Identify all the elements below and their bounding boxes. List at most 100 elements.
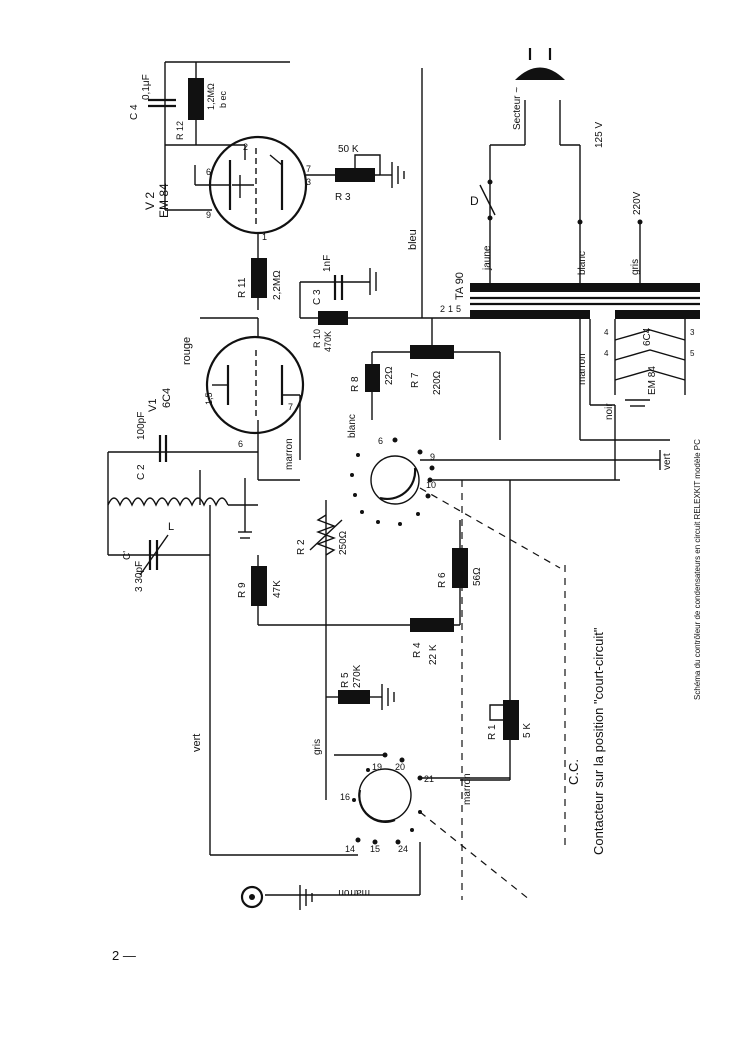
c4-name: C 4 bbox=[129, 104, 140, 120]
switch-lower-contact-16: 16 bbox=[340, 792, 350, 802]
c1-name: C' bbox=[122, 551, 133, 560]
wire-vert-left: vert bbox=[191, 734, 203, 752]
tap-blanc: blanc bbox=[577, 251, 588, 275]
transformer-name: TA 90 bbox=[454, 272, 466, 300]
r10-value: 470K bbox=[323, 331, 333, 352]
rectifier-top: 6C4 bbox=[642, 327, 653, 346]
r7-name: R 7 bbox=[410, 372, 421, 388]
r12-value: 1,2MΩ bbox=[206, 83, 216, 110]
resistor-r1 bbox=[503, 700, 519, 740]
resistor-r5 bbox=[338, 690, 370, 704]
r5-value: 270K bbox=[352, 664, 363, 688]
wire-marron-upper: marron bbox=[284, 438, 295, 470]
switch-note-cc: C.C. bbox=[566, 759, 581, 785]
rectifier-bottom: EM 84 bbox=[647, 366, 658, 395]
c4-value: 0,1μF bbox=[141, 74, 152, 100]
wire-marron-lower: marron bbox=[462, 773, 473, 805]
transformer-pin-1: 1 bbox=[448, 304, 453, 314]
v2-pin-7: 7 bbox=[306, 164, 311, 174]
transformer-pin-5: 5 bbox=[456, 304, 461, 314]
c3-value: 1nF bbox=[322, 255, 333, 272]
v2-name: V 2 bbox=[143, 192, 157, 210]
resistor-r6 bbox=[452, 548, 468, 588]
wire-vert-right: vert bbox=[662, 453, 673, 470]
v1-name: V1 bbox=[147, 399, 159, 412]
input-jack bbox=[240, 885, 264, 909]
mains-switch-label: D bbox=[470, 194, 479, 208]
switch-lower-contact-21: 21 bbox=[424, 774, 434, 784]
c1-value: 3 30pF bbox=[134, 561, 145, 592]
mains-125v: 125 V bbox=[594, 122, 605, 148]
coil-l bbox=[107, 497, 229, 507]
wire-noir: noir bbox=[604, 403, 615, 420]
switch-upper-contact-6: 6 bbox=[378, 436, 383, 446]
r8-value: 22Ω bbox=[384, 366, 395, 385]
mains-220v: 220V bbox=[632, 191, 643, 215]
r6-name: R 6 bbox=[437, 572, 448, 588]
mains-switch-d bbox=[479, 184, 496, 216]
wire-marron-bottom: marron bbox=[338, 887, 370, 898]
mains-label: Secteur ~ bbox=[512, 87, 523, 130]
r4-value: 22 K bbox=[428, 644, 439, 665]
resistor-r10 bbox=[318, 311, 348, 325]
r9-value: 47K bbox=[272, 580, 283, 598]
r12-note: b ec bbox=[218, 90, 228, 108]
r2-name: R 2 bbox=[296, 539, 307, 555]
resistor-r12 bbox=[188, 78, 204, 120]
r11-value: 2,2MΩ bbox=[272, 270, 283, 300]
resistor-r9 bbox=[251, 566, 267, 606]
resistor-r11 bbox=[251, 258, 267, 298]
v1-type: 6C4 bbox=[161, 388, 173, 408]
schematic-caption: Schéma du contrôleur de condensateurs en… bbox=[693, 439, 702, 700]
tap-jaune: jaune bbox=[482, 245, 493, 271]
tube-v1 bbox=[205, 335, 305, 435]
v1-pin-7: 7 bbox=[288, 402, 293, 412]
coil-name: L bbox=[168, 521, 174, 533]
r7-value: 220Ω bbox=[432, 370, 443, 395]
switch-upper-contact-10: 10 bbox=[426, 480, 436, 490]
transformer-pin-2: 2 bbox=[440, 304, 445, 314]
switch-lower-contact-20: 20 bbox=[395, 762, 405, 772]
wire-bleu: bleu bbox=[407, 229, 419, 250]
resistor-r4 bbox=[410, 618, 454, 632]
wire-gris: gris bbox=[312, 739, 323, 755]
v1-pin-15: 1,5 bbox=[204, 392, 214, 405]
rectifier-pin-a: 4 bbox=[604, 328, 609, 337]
v2-pin-1: 1 bbox=[262, 232, 267, 242]
c3-name: C 3 bbox=[312, 289, 323, 305]
rectifier-pin-c: 4 bbox=[604, 349, 609, 358]
switch-lower-contact-19: 19 bbox=[372, 762, 382, 772]
page-number: 2 — bbox=[112, 948, 136, 963]
r4-name: R 4 bbox=[412, 642, 423, 658]
v2-pin-3: 3 bbox=[306, 177, 311, 187]
mains-plug bbox=[515, 67, 565, 80]
rectifier-pin-b: 3 bbox=[690, 328, 695, 337]
tube-v2 bbox=[208, 135, 308, 235]
r11-name: R 11 bbox=[237, 277, 248, 298]
r1-name: R 1 bbox=[487, 724, 498, 740]
resistor-r8 bbox=[365, 364, 380, 392]
wire-blanc: blanc bbox=[347, 414, 358, 438]
v2-type: EM 84 bbox=[157, 183, 171, 218]
r8-name: R 8 bbox=[350, 376, 361, 392]
switch-upper-contact-9: 9 bbox=[430, 452, 435, 462]
switch-note-text: Contacteur sur la position "court-circui… bbox=[591, 627, 606, 855]
r3-value: 50 K bbox=[338, 144, 359, 155]
v1-pin-6: 6 bbox=[238, 439, 243, 449]
tap-gris: gris bbox=[630, 259, 641, 275]
r10-name: R 10 bbox=[312, 329, 322, 348]
wire-rouge: rouge bbox=[181, 337, 193, 365]
switch-lower-contact-24: 24 bbox=[398, 844, 408, 854]
r2-value: 250Ω bbox=[338, 530, 349, 555]
c2-value: 100pF bbox=[136, 412, 147, 440]
v2-pin-9: 9 bbox=[206, 210, 211, 220]
rotary-switch-upper bbox=[350, 437, 435, 526]
wire-marron-rect: marron bbox=[577, 353, 588, 385]
resistor-r3 bbox=[335, 168, 375, 182]
rotary-switch-lower bbox=[352, 752, 423, 845]
r1-value: 5 K bbox=[522, 723, 533, 738]
switch-lower-contact-15: 15 bbox=[370, 844, 380, 854]
r5-name: R 5 bbox=[340, 672, 351, 688]
resistor-r7 bbox=[410, 345, 454, 359]
